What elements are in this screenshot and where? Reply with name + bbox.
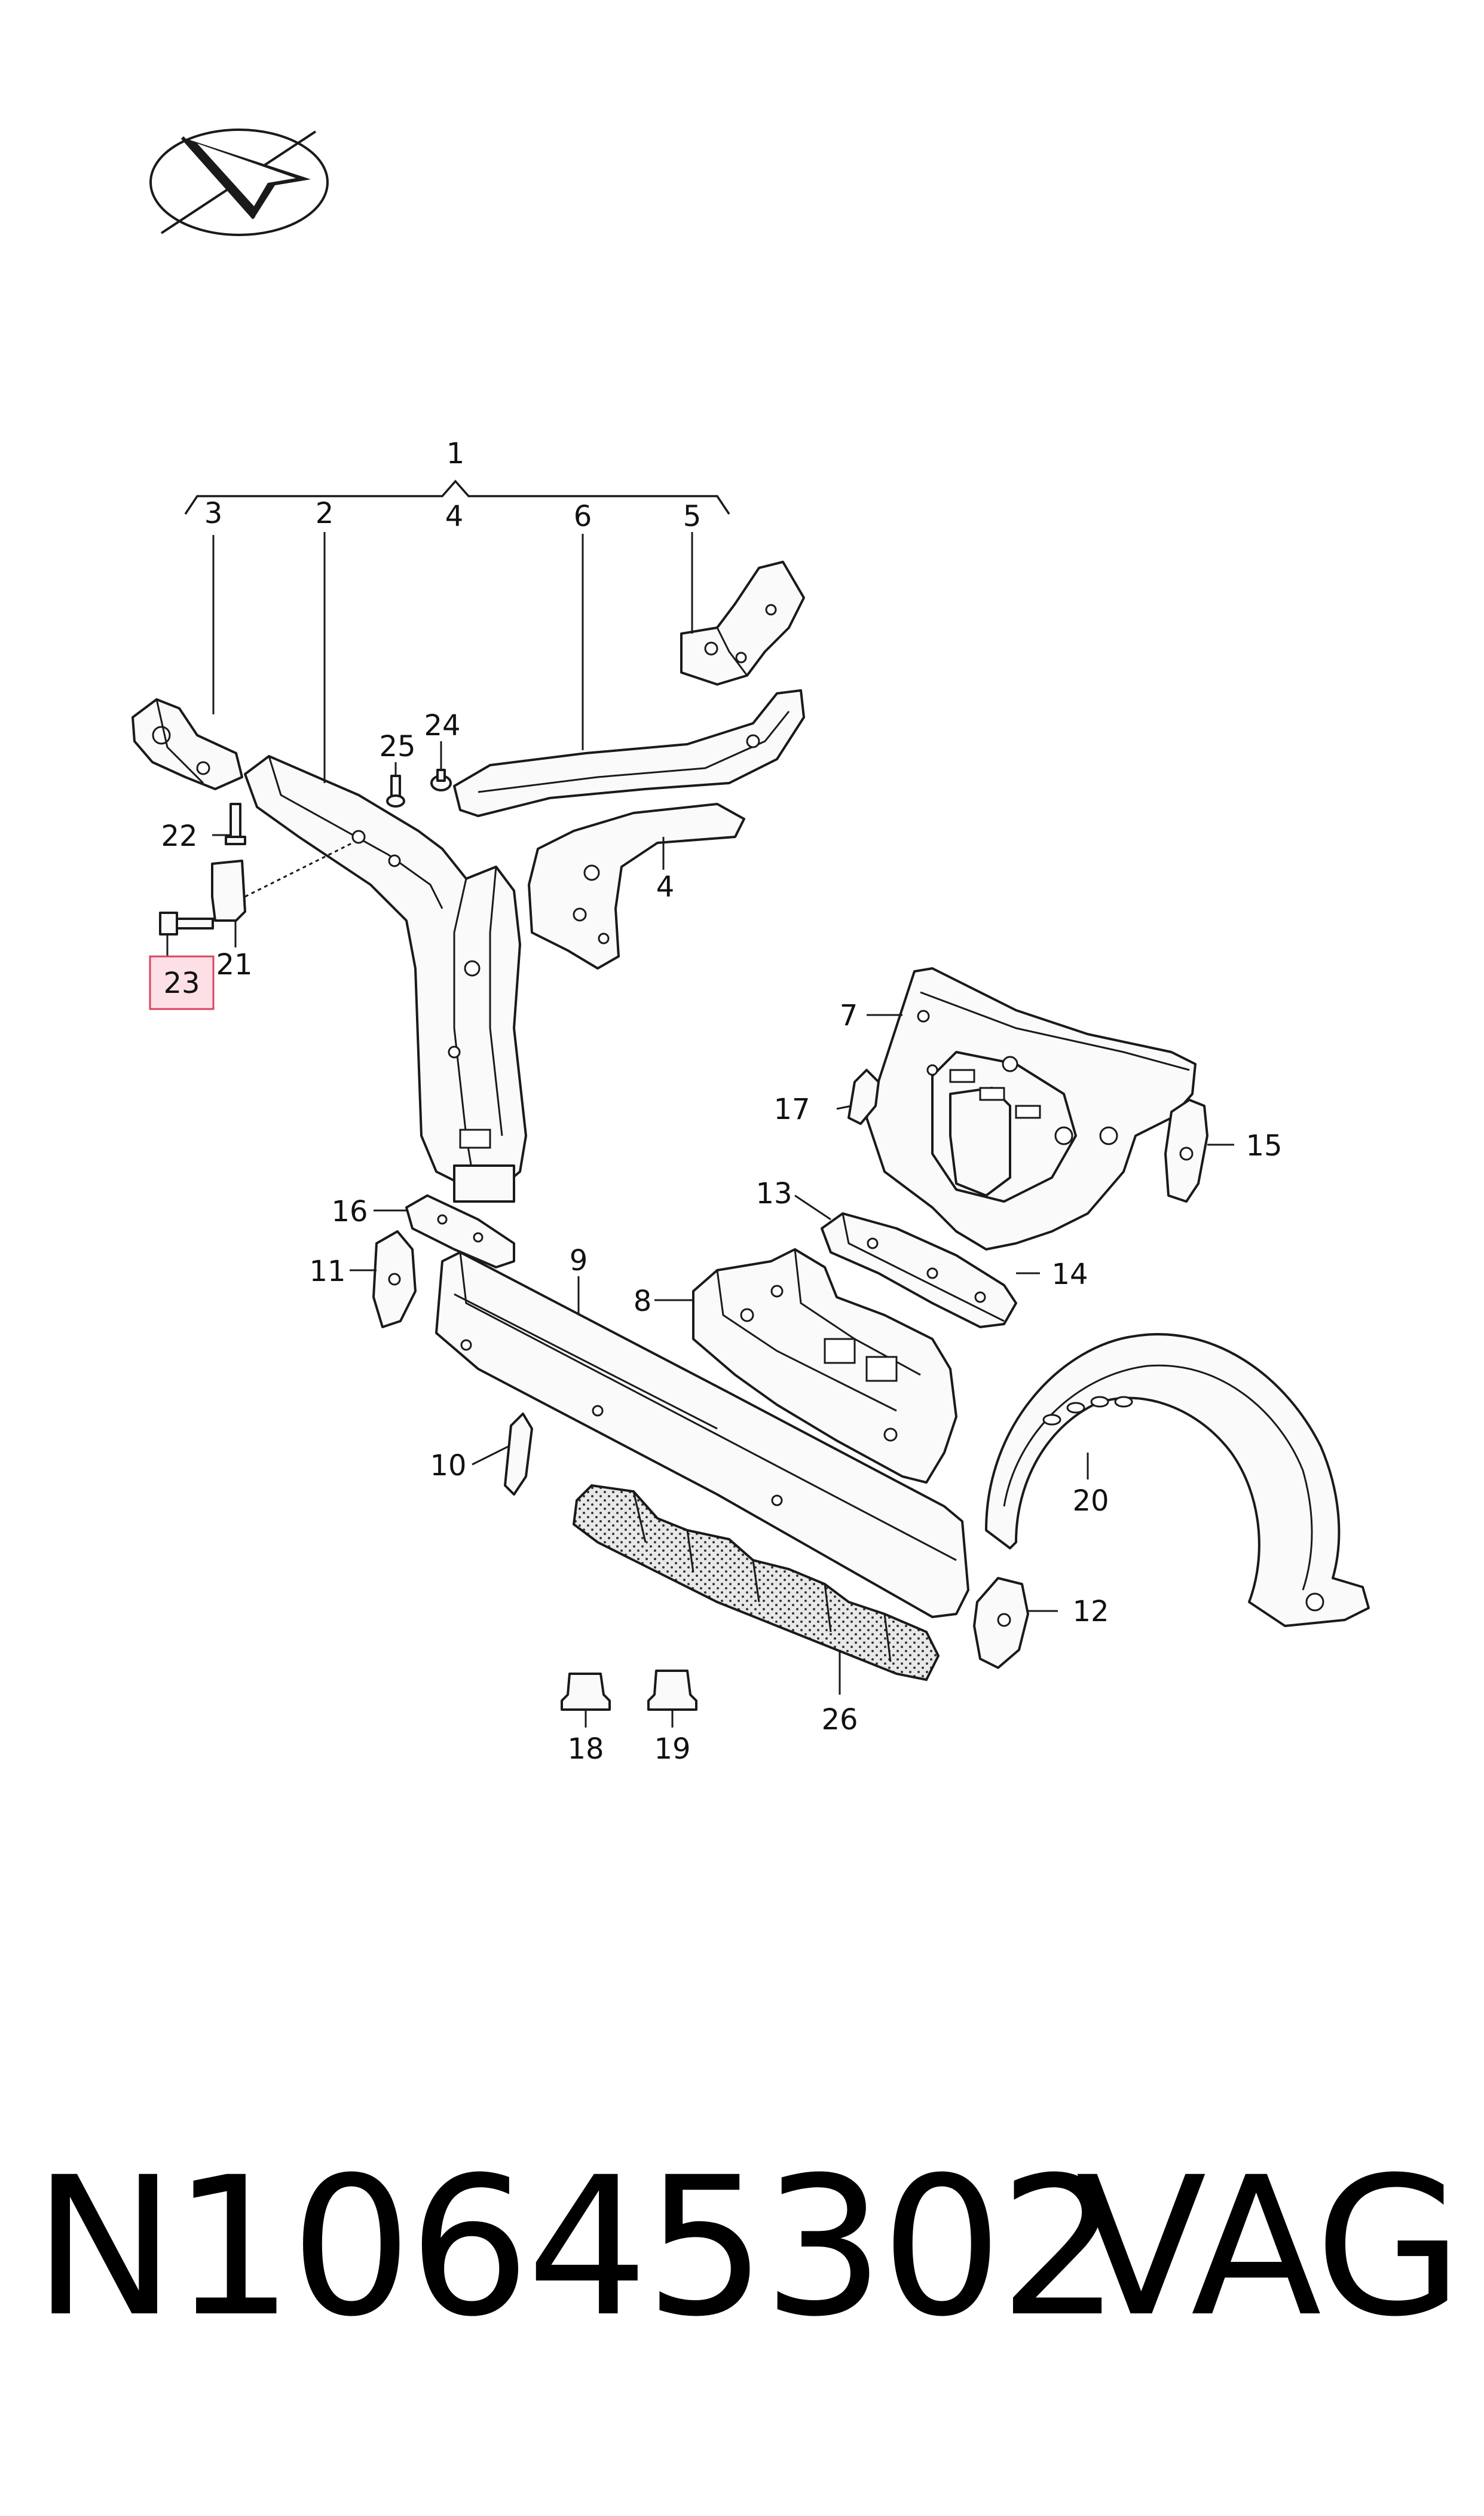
part-4-inner-panel <box>528 803 745 970</box>
part-26-foam-insert <box>572 1484 940 1682</box>
callout-13: 13 <box>755 1177 792 1210</box>
callout-23-highlight[interactable]: 23 <box>149 955 215 1010</box>
callout-23: 23 <box>163 967 200 1000</box>
callout-22: 22 <box>161 820 197 853</box>
callout-24: 24 <box>424 709 460 742</box>
callout-15: 15 <box>1246 1129 1282 1163</box>
highlight-box <box>149 955 215 1010</box>
part-2-pillar-member <box>244 755 527 1203</box>
brand-label: VAG <box>1076 2136 1463 2359</box>
callout-21: 21 <box>216 948 252 982</box>
callout-4-lower: 4 <box>656 870 675 904</box>
direction-arrow-icon <box>149 129 329 236</box>
callout-25: 25 <box>379 730 415 763</box>
callout-20: 20 <box>1072 1484 1109 1518</box>
callout-16: 16 <box>331 1195 368 1228</box>
fastener-24-nut <box>430 769 452 791</box>
callout-26: 26 <box>821 1703 858 1737</box>
leader-lines <box>166 532 1234 1728</box>
part-15-bracket <box>1164 1099 1208 1203</box>
part-17-clip <box>847 1069 880 1125</box>
footer: N10645302 VAG <box>0 2128 1484 2367</box>
part-6-upper-rail <box>453 689 805 817</box>
part-12-bracket <box>973 1577 1029 1669</box>
part-14-rail <box>821 1212 1017 1328</box>
callout-9: 9 <box>570 1244 588 1277</box>
callout-10: 10 <box>430 1449 466 1482</box>
callout-7: 7 <box>840 999 858 1032</box>
part-19-plug <box>647 1670 697 1711</box>
callout-19: 19 <box>654 1732 690 1766</box>
callout-18: 18 <box>567 1732 604 1766</box>
part-9-sill-panel <box>435 1251 969 1618</box>
part-18-plug <box>561 1673 611 1711</box>
part-8-floor-structure <box>692 1248 957 1484</box>
part-11-bracket <box>372 1230 417 1328</box>
callout-5: 5 <box>683 500 702 533</box>
callout-8: 8 <box>634 1285 652 1318</box>
part-3-bracket <box>131 698 243 790</box>
part-5-gusset <box>680 561 805 686</box>
fastener-23-bolt <box>159 912 214 936</box>
part-number: N10645302 <box>33 2136 1121 2359</box>
callout-6: 6 <box>574 500 592 533</box>
part-7-rear-quarter <box>865 967 1197 1251</box>
fastener-22-rivet <box>225 803 246 845</box>
part-16-bracket <box>405 1194 515 1268</box>
callout-14: 14 <box>1051 1258 1088 1291</box>
callout-11: 11 <box>309 1255 345 1288</box>
part-20-wheel-arch-liner <box>985 1333 1370 1627</box>
fastener-25-screw <box>386 775 405 808</box>
callout-4-upper: 4 <box>445 500 464 533</box>
assembly-bracket <box>184 479 730 515</box>
callout-1: 1 <box>446 437 465 470</box>
callout-3: 3 <box>204 497 223 530</box>
part-10-clip <box>504 1413 533 1496</box>
callout-12: 12 <box>1072 1595 1109 1628</box>
callout-17: 17 <box>773 1093 810 1126</box>
callout-2: 2 <box>316 497 334 530</box>
